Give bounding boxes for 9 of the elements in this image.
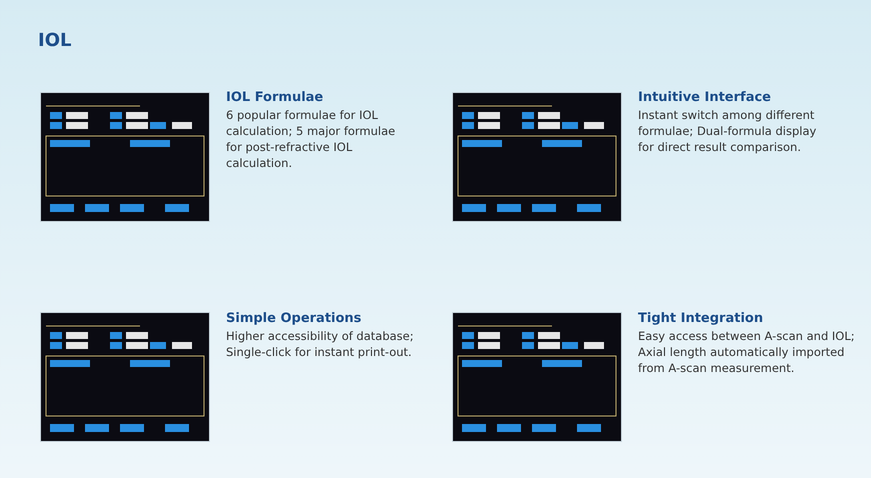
feature-heading: Tight Integration (638, 311, 764, 326)
page-title: IOL (38, 30, 72, 51)
feature-heading: IOL Formulae (226, 90, 324, 105)
feature-heading: Intuitive Interface (638, 90, 771, 105)
feature-description: Easy access between A-scan and IOL; Axial length automatically imported from A-scan measurement. (638, 328, 856, 376)
feature-heading: Simple Operations (226, 311, 362, 326)
feature-description: Higher accessibility of database; Single-click for instant print-out. (226, 328, 415, 360)
feature-description: 6 popular formulae for IOL calculation; 5 major formulae for post-refractive IOL calculation. (226, 107, 396, 171)
feature-description: Instant switch among different formulae; Dual-formula display for direct result comparison. (638, 107, 818, 155)
